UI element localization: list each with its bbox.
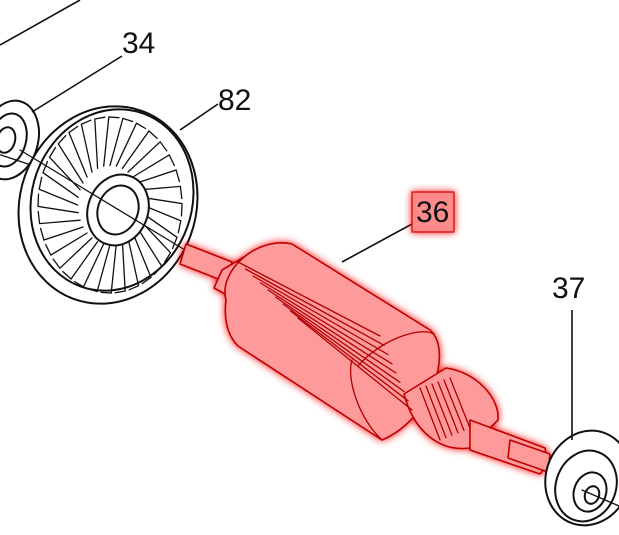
fan-blade <box>114 240 126 294</box>
armature-slot-line <box>237 261 381 337</box>
fan-blade <box>115 122 147 167</box>
part-36-armature[interactable] <box>179 242 551 475</box>
callout-34: 34 <box>122 27 155 60</box>
armature-core-lines <box>237 261 413 411</box>
fan-blade <box>68 125 88 178</box>
fan-blade <box>132 232 152 285</box>
fan-blade <box>94 116 106 170</box>
commutator-bar-line <box>443 379 465 432</box>
fan-blade <box>37 193 79 214</box>
commutator-bar-line <box>437 381 459 434</box>
fan-blade <box>141 204 182 234</box>
part-82-fan[interactable] <box>0 81 225 329</box>
armature-slot-line <box>267 289 397 374</box>
fan-blade <box>86 243 111 293</box>
fan-blade <box>100 243 117 294</box>
armature-slot-line <box>259 282 393 365</box>
armature-slot-line <box>297 317 413 411</box>
armature-slot-line <box>252 275 389 356</box>
fan-blade <box>109 117 134 167</box>
callout-36: 36 <box>416 196 449 229</box>
armature-slot-line <box>289 310 409 402</box>
fan-blade <box>139 219 172 264</box>
commutator-bar-line <box>425 385 447 439</box>
part-37-bearing[interactable] <box>532 419 619 535</box>
fan-blade <box>141 196 183 217</box>
commutator-bar-line <box>431 383 453 436</box>
commutator-bar-line <box>419 387 441 441</box>
armature-slot-line <box>244 268 385 346</box>
callout-82: 82 <box>218 84 251 117</box>
fan-blade <box>127 237 140 291</box>
leader-line-34 <box>31 55 123 113</box>
fan-blade <box>136 169 181 184</box>
commutator-bar-line <box>449 377 471 429</box>
fan-blade <box>38 176 79 206</box>
fan-blade <box>121 130 158 170</box>
fan-blade <box>80 119 93 173</box>
fan-blade <box>39 226 84 241</box>
fan-blade <box>139 185 183 200</box>
fan-blade <box>127 140 168 173</box>
commutator-lines <box>419 377 471 441</box>
fan-blade <box>45 232 88 257</box>
armature-slot-line <box>282 303 405 393</box>
fan-blade <box>141 212 178 250</box>
fan-blade <box>103 116 120 167</box>
callout-36-box <box>411 191 455 233</box>
fan-blade <box>62 240 99 280</box>
fan-blade <box>132 153 175 178</box>
fan-blade <box>48 146 81 191</box>
fan-blade <box>52 237 93 270</box>
fan-blade <box>136 226 163 276</box>
armature-slot-line <box>274 296 401 383</box>
leader-line-82 <box>179 103 219 131</box>
fan-blades <box>37 116 183 294</box>
fan-blade <box>73 243 105 288</box>
leader-line-offscreen <box>0 0 81 46</box>
leader-line-36 <box>341 223 413 263</box>
fan-blade <box>57 134 84 184</box>
callout-37: 37 <box>552 272 585 305</box>
fan-blade <box>37 210 81 225</box>
